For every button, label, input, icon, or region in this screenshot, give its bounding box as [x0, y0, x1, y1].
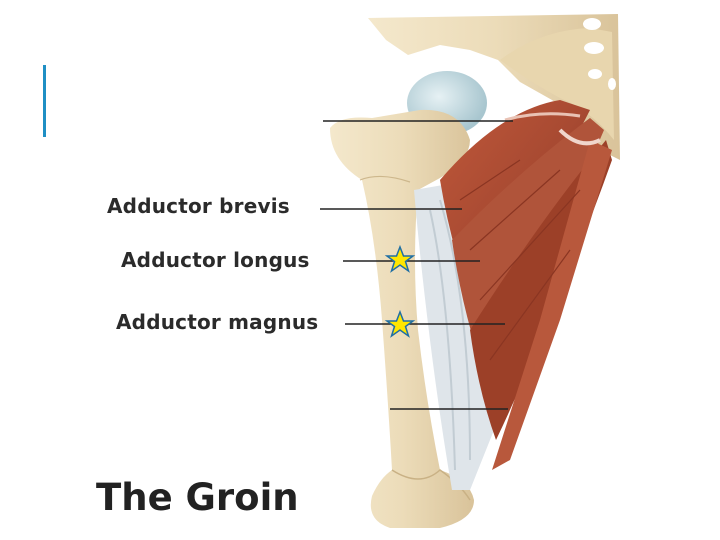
- label-adductor-longus: Adductor longus: [121, 248, 310, 272]
- label-adductor-brevis: Adductor brevis: [107, 194, 290, 218]
- caption-title: The Groin: [96, 476, 299, 519]
- label-adductor-magnus: Adductor magnus: [116, 310, 318, 334]
